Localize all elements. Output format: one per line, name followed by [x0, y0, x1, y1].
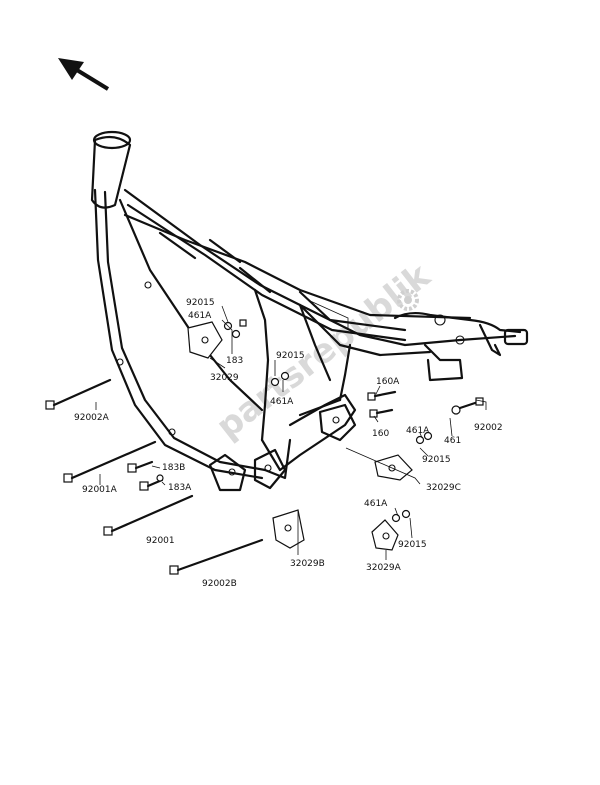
label-461a-top: 461A	[188, 311, 212, 321]
label-160a: 160A	[376, 377, 400, 387]
label-92015-low: 92015	[398, 540, 427, 550]
washer-461a-mid	[270, 371, 290, 387]
bolt-183b	[127, 460, 154, 473]
bracket-32029b	[272, 509, 305, 549]
label-160: 160	[372, 429, 389, 439]
label-461a-right: 461A	[406, 426, 430, 436]
label-92002: 92002	[474, 423, 503, 433]
bolt-92001	[103, 494, 194, 536]
label-183: 183	[226, 356, 243, 366]
bolt-92002a	[45, 378, 112, 410]
motorcycle-frame	[90, 130, 529, 492]
bracket-32029a	[371, 519, 399, 551]
gear-watermark-icon	[397, 289, 419, 311]
leader-lines	[95, 299, 487, 560]
label-32029b: 32029B	[290, 559, 325, 569]
bolt-92002b	[169, 538, 264, 575]
bracket-32029c	[374, 454, 413, 481]
watermark-text: partsrepublik	[209, 255, 439, 447]
washer-461a-low	[391, 509, 411, 523]
bolt-160a	[367, 390, 397, 418]
part-labels: 92015 461A 183 32029 92015 461A 92002A 1…	[74, 298, 503, 589]
label-92002b: 92002B	[202, 579, 237, 589]
label-461a-mid: 461A	[270, 397, 294, 407]
label-92015-top: 92015	[186, 298, 215, 308]
label-32029a: 32029A	[366, 563, 402, 573]
bolt-92001a	[63, 440, 157, 483]
direction-arrow-icon	[58, 58, 110, 91]
washer-461a-right	[415, 431, 433, 445]
label-32029: 32029	[210, 373, 239, 383]
label-92001a: 92001A	[82, 485, 118, 495]
label-92002a: 92002A	[74, 413, 110, 423]
label-461a-low: 461A	[364, 499, 388, 509]
label-183a: 183A	[168, 483, 192, 493]
label-92001: 92001	[146, 536, 175, 546]
label-92015-mid: 92015	[276, 351, 305, 361]
bolt-92002	[451, 397, 484, 415]
label-92015-right: 92015	[422, 455, 451, 465]
label-461: 461	[444, 436, 461, 446]
label-32029c: 32029C	[426, 483, 461, 493]
bolt-183a	[139, 474, 164, 491]
bracket-32029	[187, 319, 247, 359]
label-183b: 183B	[162, 463, 185, 473]
